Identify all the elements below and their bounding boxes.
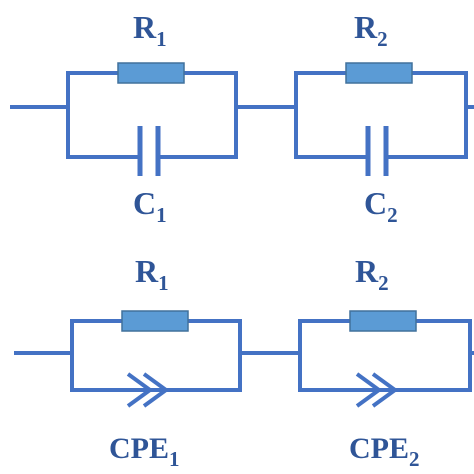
rq-element-2 (298, 310, 472, 408)
rc-element-1 (66, 62, 238, 176)
label-cpe1: CPE1 (109, 432, 180, 471)
label-r2: R2 (354, 9, 388, 51)
cpe1-symbol (126, 372, 170, 408)
rc-element-2 (294, 62, 468, 176)
label-r2-bottom: R2 (355, 253, 389, 295)
parallel-frame-bottom-2 (298, 319, 472, 392)
label-cpe2: CPE2 (349, 432, 420, 471)
circuit-bottom: R1 CPE1 R2 CPE2 (14, 253, 474, 471)
resistor-r1 (117, 62, 185, 84)
parallel-frame-bottom-1 (70, 319, 242, 392)
resistor-r2 (345, 62, 413, 84)
label-r1: R1 (133, 9, 167, 51)
parallel-frame-1 (66, 71, 238, 159)
label-c1: C1 (133, 185, 167, 227)
resistor-r1-bottom (121, 310, 189, 332)
parallel-frame-2 (294, 71, 468, 159)
circuit-top: R1 C1 R2 C2 (10, 9, 474, 227)
label-r1-bottom: R1 (135, 253, 169, 295)
rq-element-1 (70, 310, 242, 408)
cpe2-symbol (355, 372, 399, 408)
label-c2: C2 (364, 185, 398, 227)
resistor-r2-bottom (349, 310, 417, 332)
